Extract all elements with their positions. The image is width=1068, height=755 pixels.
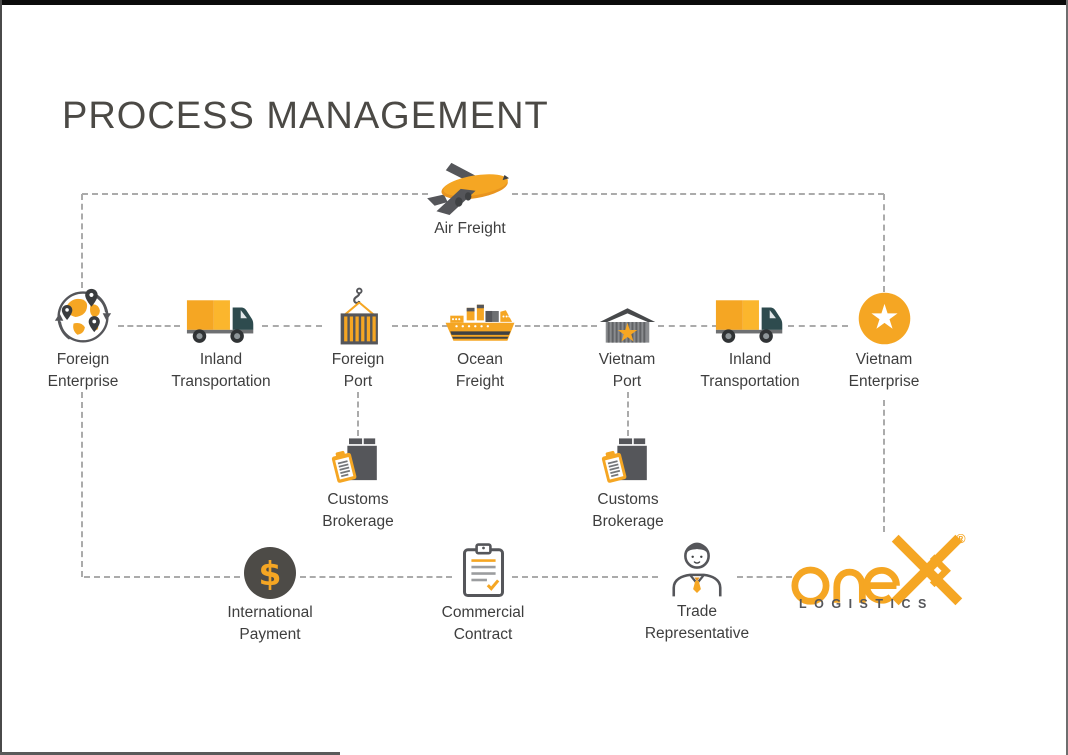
connector-line	[512, 576, 658, 578]
connector-line	[883, 400, 885, 532]
trade-representative-label: Trade Representative	[644, 603, 750, 642]
connector-line	[392, 325, 448, 327]
connector-line	[737, 576, 792, 578]
customs-brokerage-label-2: Customs Brokerage	[592, 491, 664, 530]
connector-line	[81, 392, 83, 577]
international-payment-label: International Payment	[227, 604, 313, 643]
vietnam-port-node: Vietnam Port	[552, 288, 702, 392]
vietnam-enterprise-label: Vietnam Enterprise	[848, 351, 920, 390]
customs-brokerage-node-1: Customs Brokerage	[283, 434, 433, 532]
truck-icon	[146, 288, 296, 346]
businessman-icon	[622, 535, 772, 598]
inland-transportation-label-2: Inland Transportation	[700, 351, 800, 390]
connector-line	[883, 194, 885, 292]
connector-line	[81, 194, 83, 288]
international-payment-node: $ International Payment	[195, 543, 345, 645]
foreign-port-label: Foreign Port	[331, 351, 385, 390]
connector-line	[84, 576, 240, 578]
dollar-circle-icon: $	[195, 543, 345, 599]
connector-line	[627, 392, 629, 436]
frame-edge-left	[0, 0, 2, 755]
trade-representative-node: Trade Representative	[622, 535, 772, 644]
air-freight-node: Air Freight	[395, 161, 545, 240]
frame-edge-bottom	[0, 752, 340, 755]
connector-line	[357, 392, 359, 436]
logo-one-wordmark	[791, 566, 900, 605]
connector-line	[118, 325, 180, 327]
customs-clipboard-icon	[553, 434, 703, 486]
connector-line	[300, 576, 452, 578]
connector-line	[658, 325, 718, 327]
star-circle-icon	[809, 288, 959, 346]
foreign-enterprise-node: Foreign Enterprise	[8, 288, 158, 392]
customs-brokerage-node-2: Customs Brokerage	[553, 434, 703, 532]
commercial-contract-label: Commercial Contract	[441, 604, 525, 643]
connector-line	[515, 325, 597, 327]
vietnam-port-label: Vietnam Port	[598, 351, 656, 390]
ocean-freight-node: Ocean Freight	[405, 288, 555, 392]
frame-edge-top	[0, 0, 1068, 5]
dollar-sign: $	[258, 553, 282, 593]
foreign-enterprise-label: Foreign Enterprise	[47, 351, 119, 390]
page-title: PROCESS MANAGEMENT	[62, 95, 549, 138]
connector-line	[82, 193, 428, 195]
customs-brokerage-label-1: Customs Brokerage	[322, 491, 394, 530]
customs-clipboard-icon	[283, 434, 433, 486]
vietnam-enterprise-node: Vietnam Enterprise	[809, 288, 959, 392]
onex-logistics-logo: one X ® LOGISTICS	[791, 531, 1017, 615]
registered-trademark-symbol: ®	[956, 531, 966, 546]
connector-line	[788, 325, 848, 327]
inland-transportation-label-1: Inland Transportation	[171, 351, 271, 390]
logo-x-mark	[891, 534, 963, 606]
connector-line	[262, 325, 322, 327]
connector-line	[512, 193, 884, 195]
airplane-icon	[395, 161, 545, 215]
cargo-ship-icon	[405, 288, 555, 346]
air-freight-label: Air Freight	[434, 220, 506, 237]
inland-transportation-node-2: Inland Transportation	[675, 288, 825, 392]
globe-icon	[8, 288, 158, 346]
commercial-contract-node: Commercial Contract	[408, 541, 558, 645]
ocean-freight-label: Ocean Freight	[455, 351, 505, 390]
contract-clipboard-icon	[408, 541, 558, 599]
container-crane-icon	[283, 287, 433, 346]
foreign-port-node: Foreign Port	[283, 287, 433, 392]
logo-tagline: LOGISTICS	[799, 597, 934, 611]
truck-icon	[675, 288, 825, 346]
warehouse-star-icon	[552, 288, 702, 346]
frame-edge-right	[1066, 0, 1068, 755]
inland-transportation-node-1: Inland Transportation	[146, 288, 296, 392]
